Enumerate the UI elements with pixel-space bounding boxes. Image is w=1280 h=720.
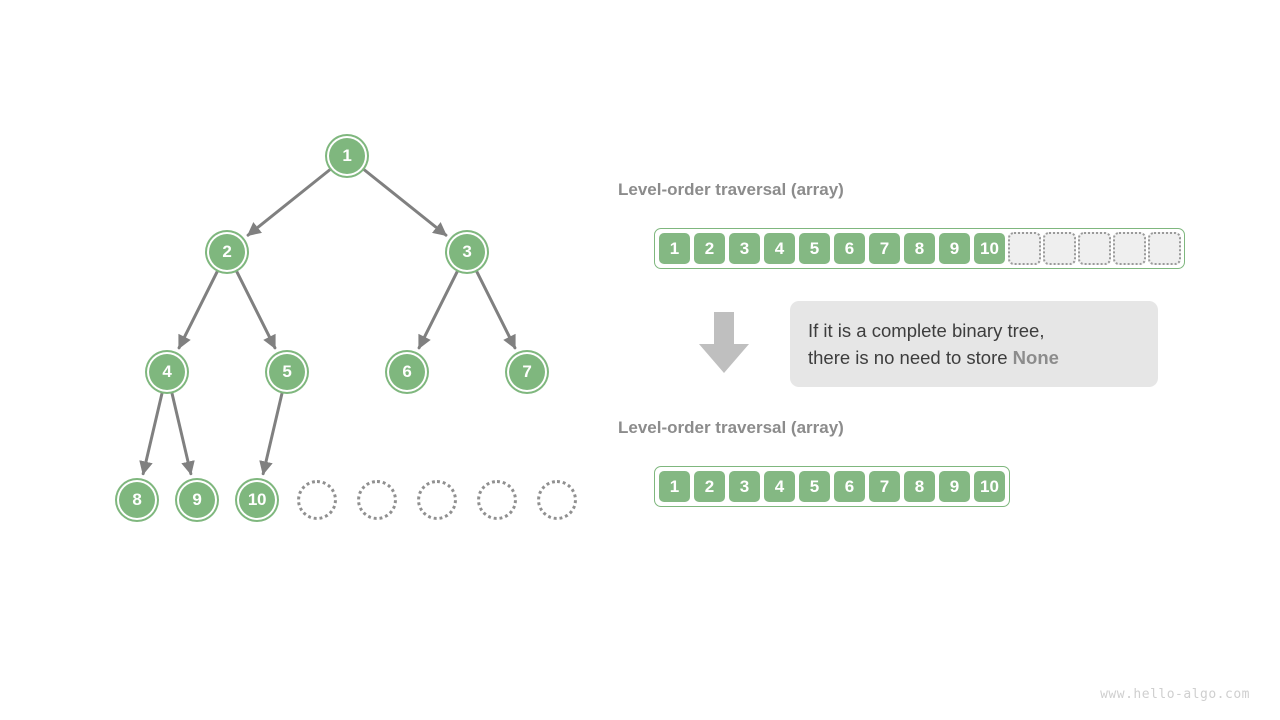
array-cell-empty-2 (1043, 232, 1076, 265)
tree-node-6: 6 (387, 352, 427, 392)
tree-node-4: 4 (147, 352, 187, 392)
tree-edges-layer (139, 167, 517, 476)
array-title-full: Level-order traversal (array) (618, 180, 844, 199)
array-cell-7: 7 (868, 232, 901, 265)
tree-node-1: 1 (327, 136, 367, 176)
tree-node-2: 2 (207, 232, 247, 272)
array-cell-empty-1 (1008, 232, 1041, 265)
tree-edge-1-3 (361, 167, 448, 237)
tree-edge-2-5 (234, 269, 277, 350)
array-cell-empty-5 (1148, 232, 1181, 265)
array-cell-7: 7 (868, 470, 901, 503)
tree-edge-4-8 (139, 390, 164, 476)
array-cell-1: 1 (658, 232, 691, 265)
array-cell-4: 4 (763, 470, 796, 503)
tree-edge-5-10 (259, 390, 284, 476)
tree-edge-2-4 (177, 269, 220, 350)
array-cell-empty-3 (1078, 232, 1111, 265)
tree-node-7: 7 (507, 352, 547, 392)
array-cell-empty-4 (1113, 232, 1146, 265)
array-cell-9: 9 (938, 470, 971, 503)
array-cell-5: 5 (798, 232, 831, 265)
note-callout: If it is a complete binary tree, there i… (790, 301, 1158, 387)
tree-node-10: 10 (237, 480, 277, 520)
array-cell-6: 6 (833, 470, 866, 503)
tree-edge-3-7 (474, 269, 517, 350)
tree-node-empty-3 (417, 480, 457, 520)
array-cell-8: 8 (903, 232, 936, 265)
array-cell-3: 3 (728, 232, 761, 265)
tree-node-empty-5 (537, 480, 577, 520)
array-cell-5: 5 (798, 470, 831, 503)
tree-node-9: 9 (177, 480, 217, 520)
array-cell-3: 3 (728, 470, 761, 503)
note-line-2-prefix: there is no need to store (808, 347, 1013, 368)
array-cell-10: 10 (973, 232, 1006, 265)
tree-edge-1-2 (246, 167, 333, 237)
down-arrow-icon (699, 312, 749, 373)
tree-node-empty-2 (357, 480, 397, 520)
array-cell-1: 1 (658, 470, 691, 503)
array-cell-9: 9 (938, 232, 971, 265)
array-cell-2: 2 (693, 232, 726, 265)
tree-edge-3-6 (417, 269, 460, 350)
watermark: www.hello-algo.com (1100, 687, 1250, 702)
array-cell-8: 8 (903, 470, 936, 503)
array-cell-6: 6 (833, 232, 866, 265)
note-emphasis-none: None (1012, 347, 1059, 368)
tree-node-3: 3 (447, 232, 487, 272)
tree-node-8: 8 (117, 480, 157, 520)
note-line-1: If it is a complete binary tree, (808, 320, 1045, 341)
tree-node-empty-4 (477, 480, 517, 520)
array-cell-2: 2 (693, 470, 726, 503)
array-cell-10: 10 (973, 470, 1006, 503)
tree-node-5: 5 (267, 352, 307, 392)
tree-node-empty-1 (297, 480, 337, 520)
note-line-2: there is no need to store None (808, 344, 1140, 371)
tree-edge-4-9 (170, 390, 195, 476)
array-title-compact: Level-order traversal (array) (618, 418, 844, 437)
array-cell-4: 4 (763, 232, 796, 265)
